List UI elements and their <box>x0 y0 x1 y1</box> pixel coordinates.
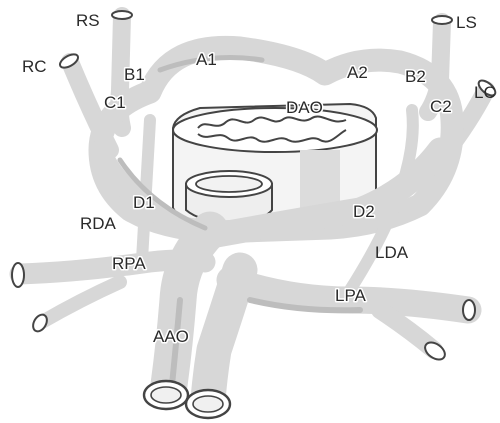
label-a2: A2 <box>347 63 368 82</box>
ls-end <box>432 16 452 24</box>
label-lpa: LPA <box>335 286 367 305</box>
label-d1: D1 <box>133 193 155 212</box>
label-ls: LS <box>456 13 477 32</box>
lpa-end-right <box>463 300 475 320</box>
label-a1: A1 <box>196 50 217 69</box>
label-rda: RDA <box>80 214 117 233</box>
pa-end-inner <box>193 396 223 412</box>
label-lda: LDA <box>375 243 409 262</box>
label-rc: RC <box>22 57 47 76</box>
label-dao: DAO <box>286 98 323 117</box>
label-b1: B1 <box>124 65 145 84</box>
rpa-end-upper <box>12 263 24 287</box>
rs-end <box>112 11 132 19</box>
label-lc: LC <box>474 83 496 102</box>
label-rpa: RPA <box>112 254 146 273</box>
label-b2: B2 <box>405 67 426 86</box>
aao-end-inner <box>151 387 181 403</box>
label-c2: C2 <box>430 97 452 116</box>
label-aao: AAO <box>153 327 189 346</box>
label-rs: RS <box>76 11 100 30</box>
label-d2: D2 <box>353 202 375 221</box>
label-c1: C1 <box>104 93 126 112</box>
